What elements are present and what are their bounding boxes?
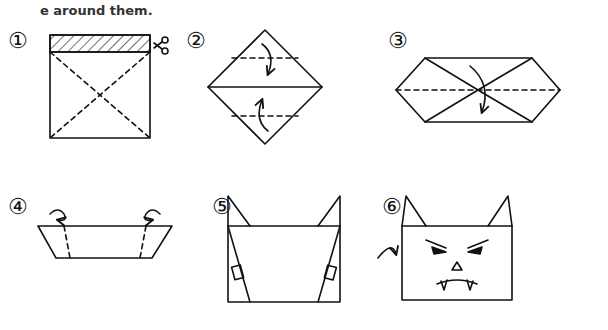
step-number: ⑤ bbox=[212, 196, 232, 218]
hexagon-fold bbox=[396, 58, 560, 122]
step-number: ⑥ bbox=[382, 196, 402, 218]
step-number: ② bbox=[186, 30, 206, 52]
step-number: ① bbox=[8, 30, 28, 52]
cat-face bbox=[402, 196, 512, 300]
scissors-symbol bbox=[154, 37, 168, 54]
paper-square bbox=[50, 35, 150, 138]
step-number: ③ bbox=[388, 30, 408, 52]
step-number: ④ bbox=[8, 196, 28, 218]
flip-arrow bbox=[378, 248, 396, 258]
trapezoid-fold bbox=[38, 210, 172, 258]
diamond-fold bbox=[208, 30, 322, 144]
folded-box bbox=[228, 196, 340, 302]
caption-fragment: e around them. bbox=[40, 4, 153, 17]
